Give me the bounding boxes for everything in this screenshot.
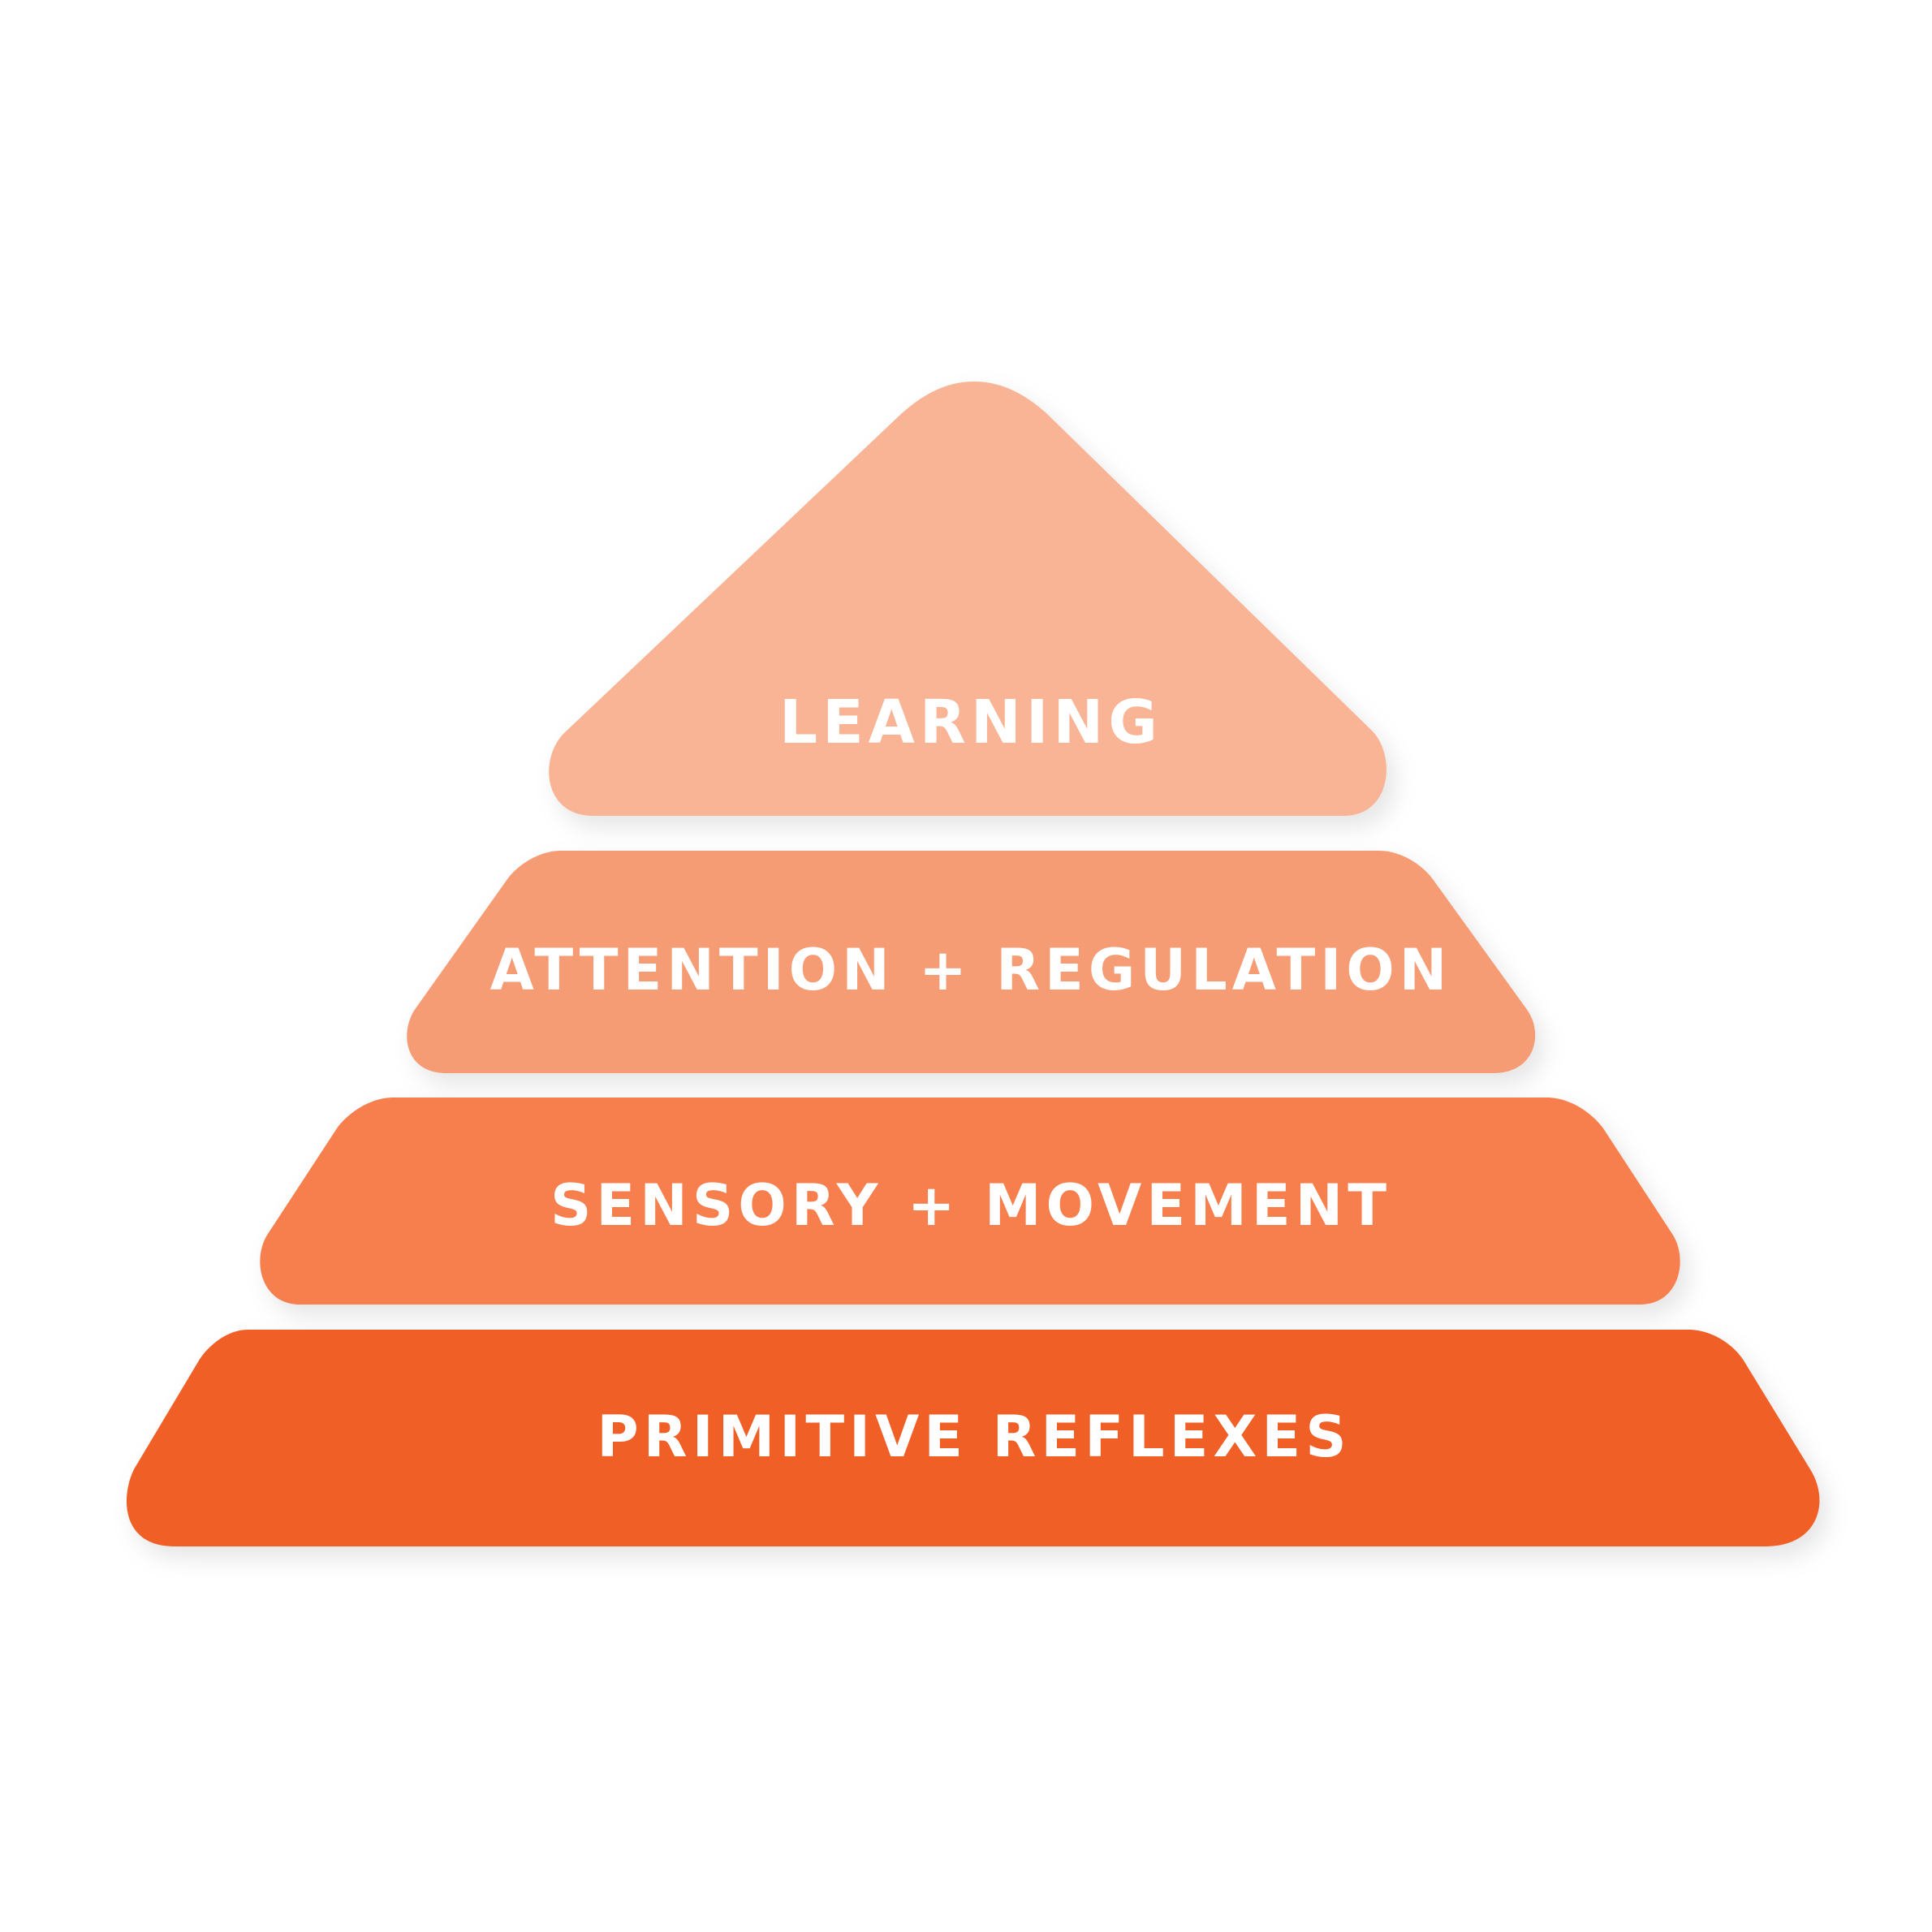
tier-attention-regulation: ATTENTION + REGULATION — [407, 851, 1536, 1073]
tier-learning: LEARNING — [549, 382, 1386, 816]
tier-learning-label: LEARNING — [779, 688, 1162, 757]
tier-primitive-reflexes-shape — [126, 1330, 1820, 1546]
tier-sensory-movement: SENSORY + MOVEMENT — [260, 1098, 1680, 1305]
tier-attention-regulation-label: ATTENTION + REGULATION — [490, 937, 1452, 1003]
tier-sensory-movement-shape — [260, 1098, 1680, 1305]
tier-primitive-reflexes: PRIMITIVE REFLEXES — [126, 1330, 1820, 1546]
tier-primitive-reflexes-label: PRIMITIVE REFLEXES — [597, 1404, 1351, 1470]
tier-sensory-movement-label: SENSORY + MOVEMENT — [550, 1172, 1391, 1239]
tier-attention-regulation-shape — [407, 851, 1536, 1073]
tier-learning-shape — [549, 382, 1386, 816]
